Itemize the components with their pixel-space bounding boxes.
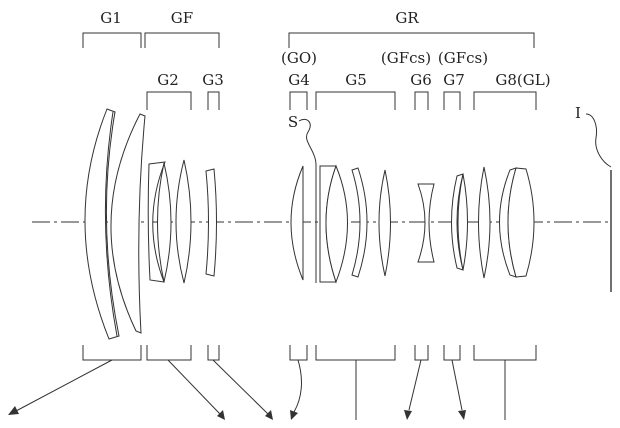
arrow-g1-head [8,406,19,415]
lens-group-g1 [84,108,146,340]
arrow-g6-head [404,410,412,420]
label-g7: G7 [443,71,465,89]
bracket-gf-top [144,32,220,48]
label-stop: S [288,113,298,131]
lens-g2-element-3 [175,159,192,284]
bracket-g3-bottom [207,345,220,361]
lens-group-g6 [417,183,435,263]
lens-group-g2 [147,159,192,284]
lens-g2-element-2 [157,162,172,283]
bracket-g2-bottom [146,345,192,361]
bracket-g3-top [207,91,220,110]
lens-group-g3 [205,168,217,277]
arrow-g7-movement [451,359,463,411]
label-image-plane: I [575,104,581,122]
bracket-g1-bottom [82,345,142,361]
bracket-g2-top [146,91,192,110]
label-gfcs-g7: (GFcs) [438,49,488,67]
stop-leader [298,118,317,166]
lens-g7-element-2 [457,173,468,271]
lens-g3-element-1 [205,168,217,277]
bracket-gr-top [288,32,535,48]
bracket-g5-bottom [315,345,396,361]
label-g4: G4 [288,71,310,89]
lens-g8-element-3 [507,167,535,278]
bracket-g8-top [473,91,537,110]
arrow-g2-head [217,410,225,420]
label-gr: GR [395,9,419,27]
arrow-g3-head [265,410,273,420]
bracket-g5-top [315,91,396,110]
bracket-g4-bottom [289,345,308,361]
bracket-g7-top [443,91,461,110]
lens-g6-element-1 [417,183,435,263]
label-g5: G5 [345,71,367,89]
arrow-g7-head [458,410,466,420]
lens-g5-element-3 [351,167,368,278]
image-plane-leader [585,113,612,168]
arrow-g2-movement [167,359,221,415]
lens-group-g4 [290,165,304,281]
lens-g8-element-1 [478,166,491,279]
bracket-g6-bottom [414,345,429,361]
label-g3: G3 [202,71,224,89]
lens-g1-element-2 [110,113,146,334]
arrow-g6-movement [408,359,422,411]
label-gf: GF [171,9,193,27]
lens-g5-element-2 [325,164,348,284]
arrow-g4-head [290,410,298,420]
label-g2: G2 [157,71,179,89]
label-go: (GO) [281,49,317,67]
lens-group-g5 [319,164,391,284]
bracket-g7-bottom [443,345,461,361]
arrow-g1-movement [15,359,113,412]
lens-g5-element-4 [378,169,391,277]
label-gfcs-g6: (GFcs) [381,49,431,67]
label-g6: G6 [410,71,432,89]
label-g8: G8(GL) [495,71,550,89]
arrow-g3-movement [212,359,269,415]
bracket-g8-bottom [473,345,537,361]
lens-group-g8 [478,166,535,279]
bracket-g4-top [289,91,308,110]
arrow-g4-movement [293,359,302,413]
bracket-g1-top [82,32,142,48]
lens-group-g7 [451,173,468,271]
lens-g1-element-1 [84,108,120,340]
lens-g1-cement-line [104,111,118,337]
bracket-g6-top [414,91,429,110]
lens-g4-element-1 [290,165,304,281]
label-g1: G1 [100,9,122,27]
